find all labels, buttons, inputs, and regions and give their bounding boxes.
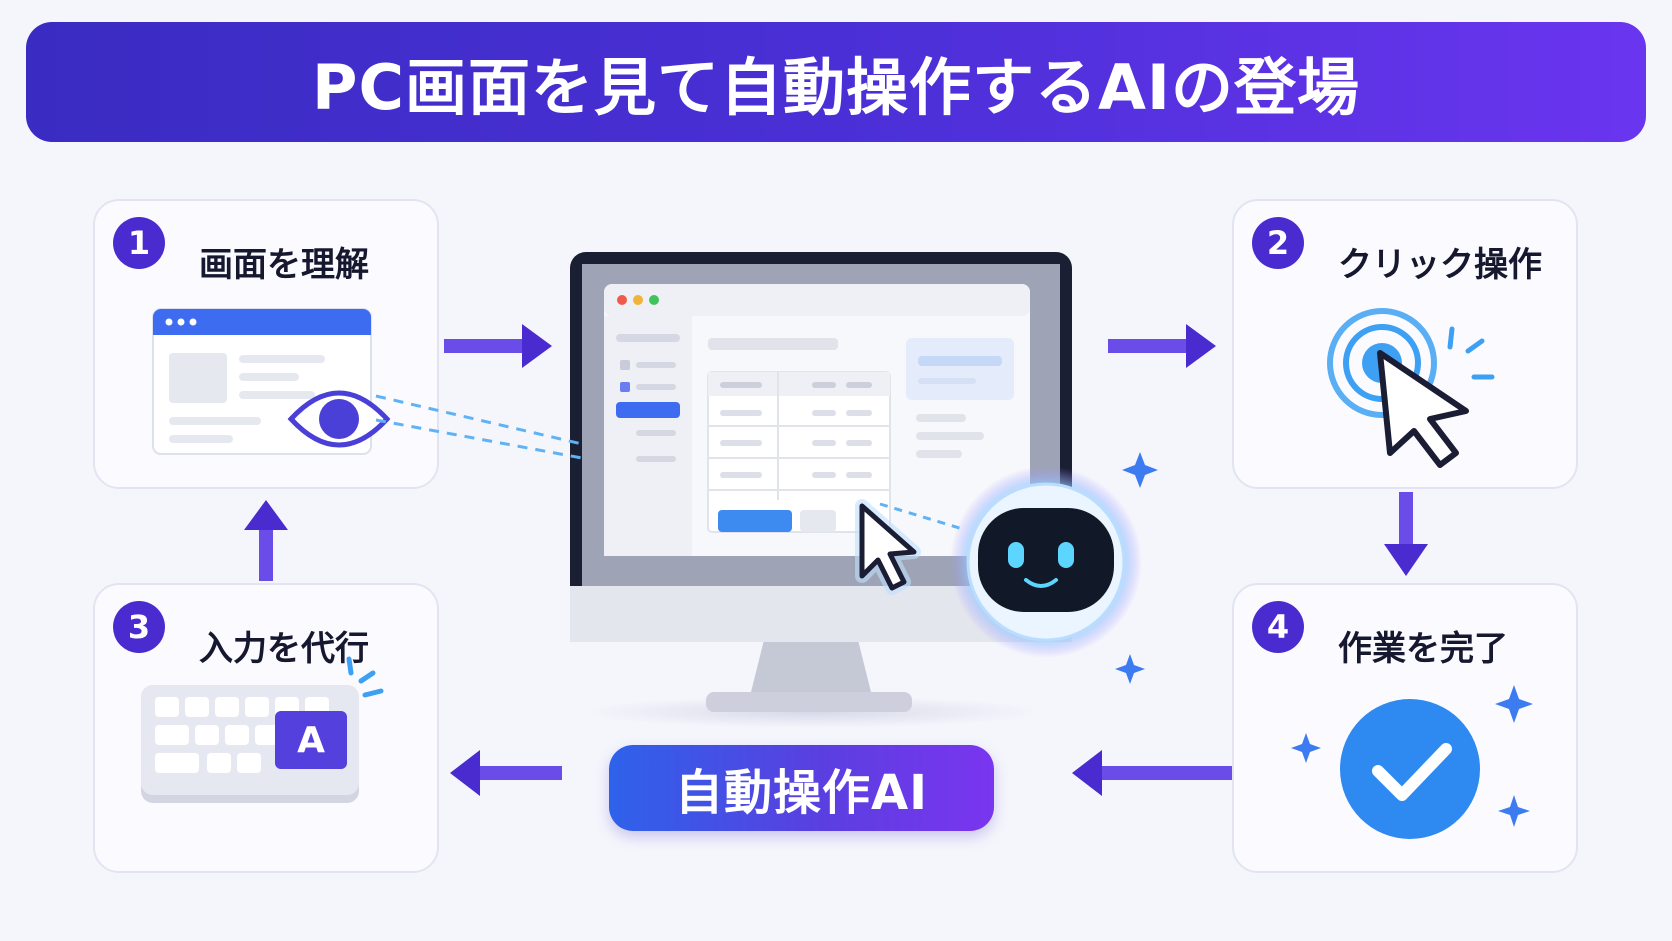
mouse-cursor-icon xyxy=(855,499,921,595)
step-badge: 3 xyxy=(113,601,165,653)
robot-icon xyxy=(950,466,1142,658)
keyboard-icon xyxy=(141,656,384,803)
sparkle-icon xyxy=(1122,452,1158,488)
step-badge: 2 xyxy=(1252,217,1304,269)
monitor-icon xyxy=(570,252,1072,728)
step-card-understand-screen: 1 画面を理解 xyxy=(93,199,439,489)
checkmark-icon xyxy=(1340,699,1480,839)
step-card-input: 3 入力を代行 A xyxy=(93,583,439,873)
center-label: 自動操作AI xyxy=(674,765,928,821)
step-label: クリック操作 xyxy=(1338,245,1542,285)
step-label: 画面を理解 xyxy=(199,245,369,285)
center-label-pill: 自動操作AI xyxy=(609,745,994,831)
arrow-card3-to-card1 xyxy=(244,500,288,581)
click-cursor-icon xyxy=(1327,308,1495,468)
step-label: 入力を代行 xyxy=(199,629,369,669)
step-card-complete: 4 作業を完了 xyxy=(1232,583,1578,873)
step-badge: 1 xyxy=(113,217,165,269)
checkmark-illustration xyxy=(1291,685,1533,839)
arrow-monitor-to-card2 xyxy=(1108,324,1216,368)
step-card-click: 2 クリック操作 xyxy=(1232,199,1578,489)
arrow-center-to-card3 xyxy=(450,750,562,796)
sparkle-icon xyxy=(1115,654,1145,684)
sparkle-icon xyxy=(1291,733,1321,763)
arrow-card4-to-center xyxy=(1072,750,1232,796)
arrow-card1-to-monitor xyxy=(444,324,552,368)
step-label: 作業を完了 xyxy=(1338,629,1508,669)
page-title: PC画面を見て自動操作するAIの登場 xyxy=(312,51,1360,124)
step-badge: 4 xyxy=(1252,601,1304,653)
title-banner: PC画面を見て自動操作するAIの登場 xyxy=(26,22,1646,142)
browser-eye-illustration xyxy=(152,308,391,455)
keyboard-key-label: A xyxy=(297,719,325,761)
eye-icon xyxy=(287,390,391,448)
arrow-card2-to-card4 xyxy=(1384,492,1428,576)
sparkle-icon xyxy=(1495,685,1533,723)
sparkle-icon xyxy=(1498,795,1530,827)
